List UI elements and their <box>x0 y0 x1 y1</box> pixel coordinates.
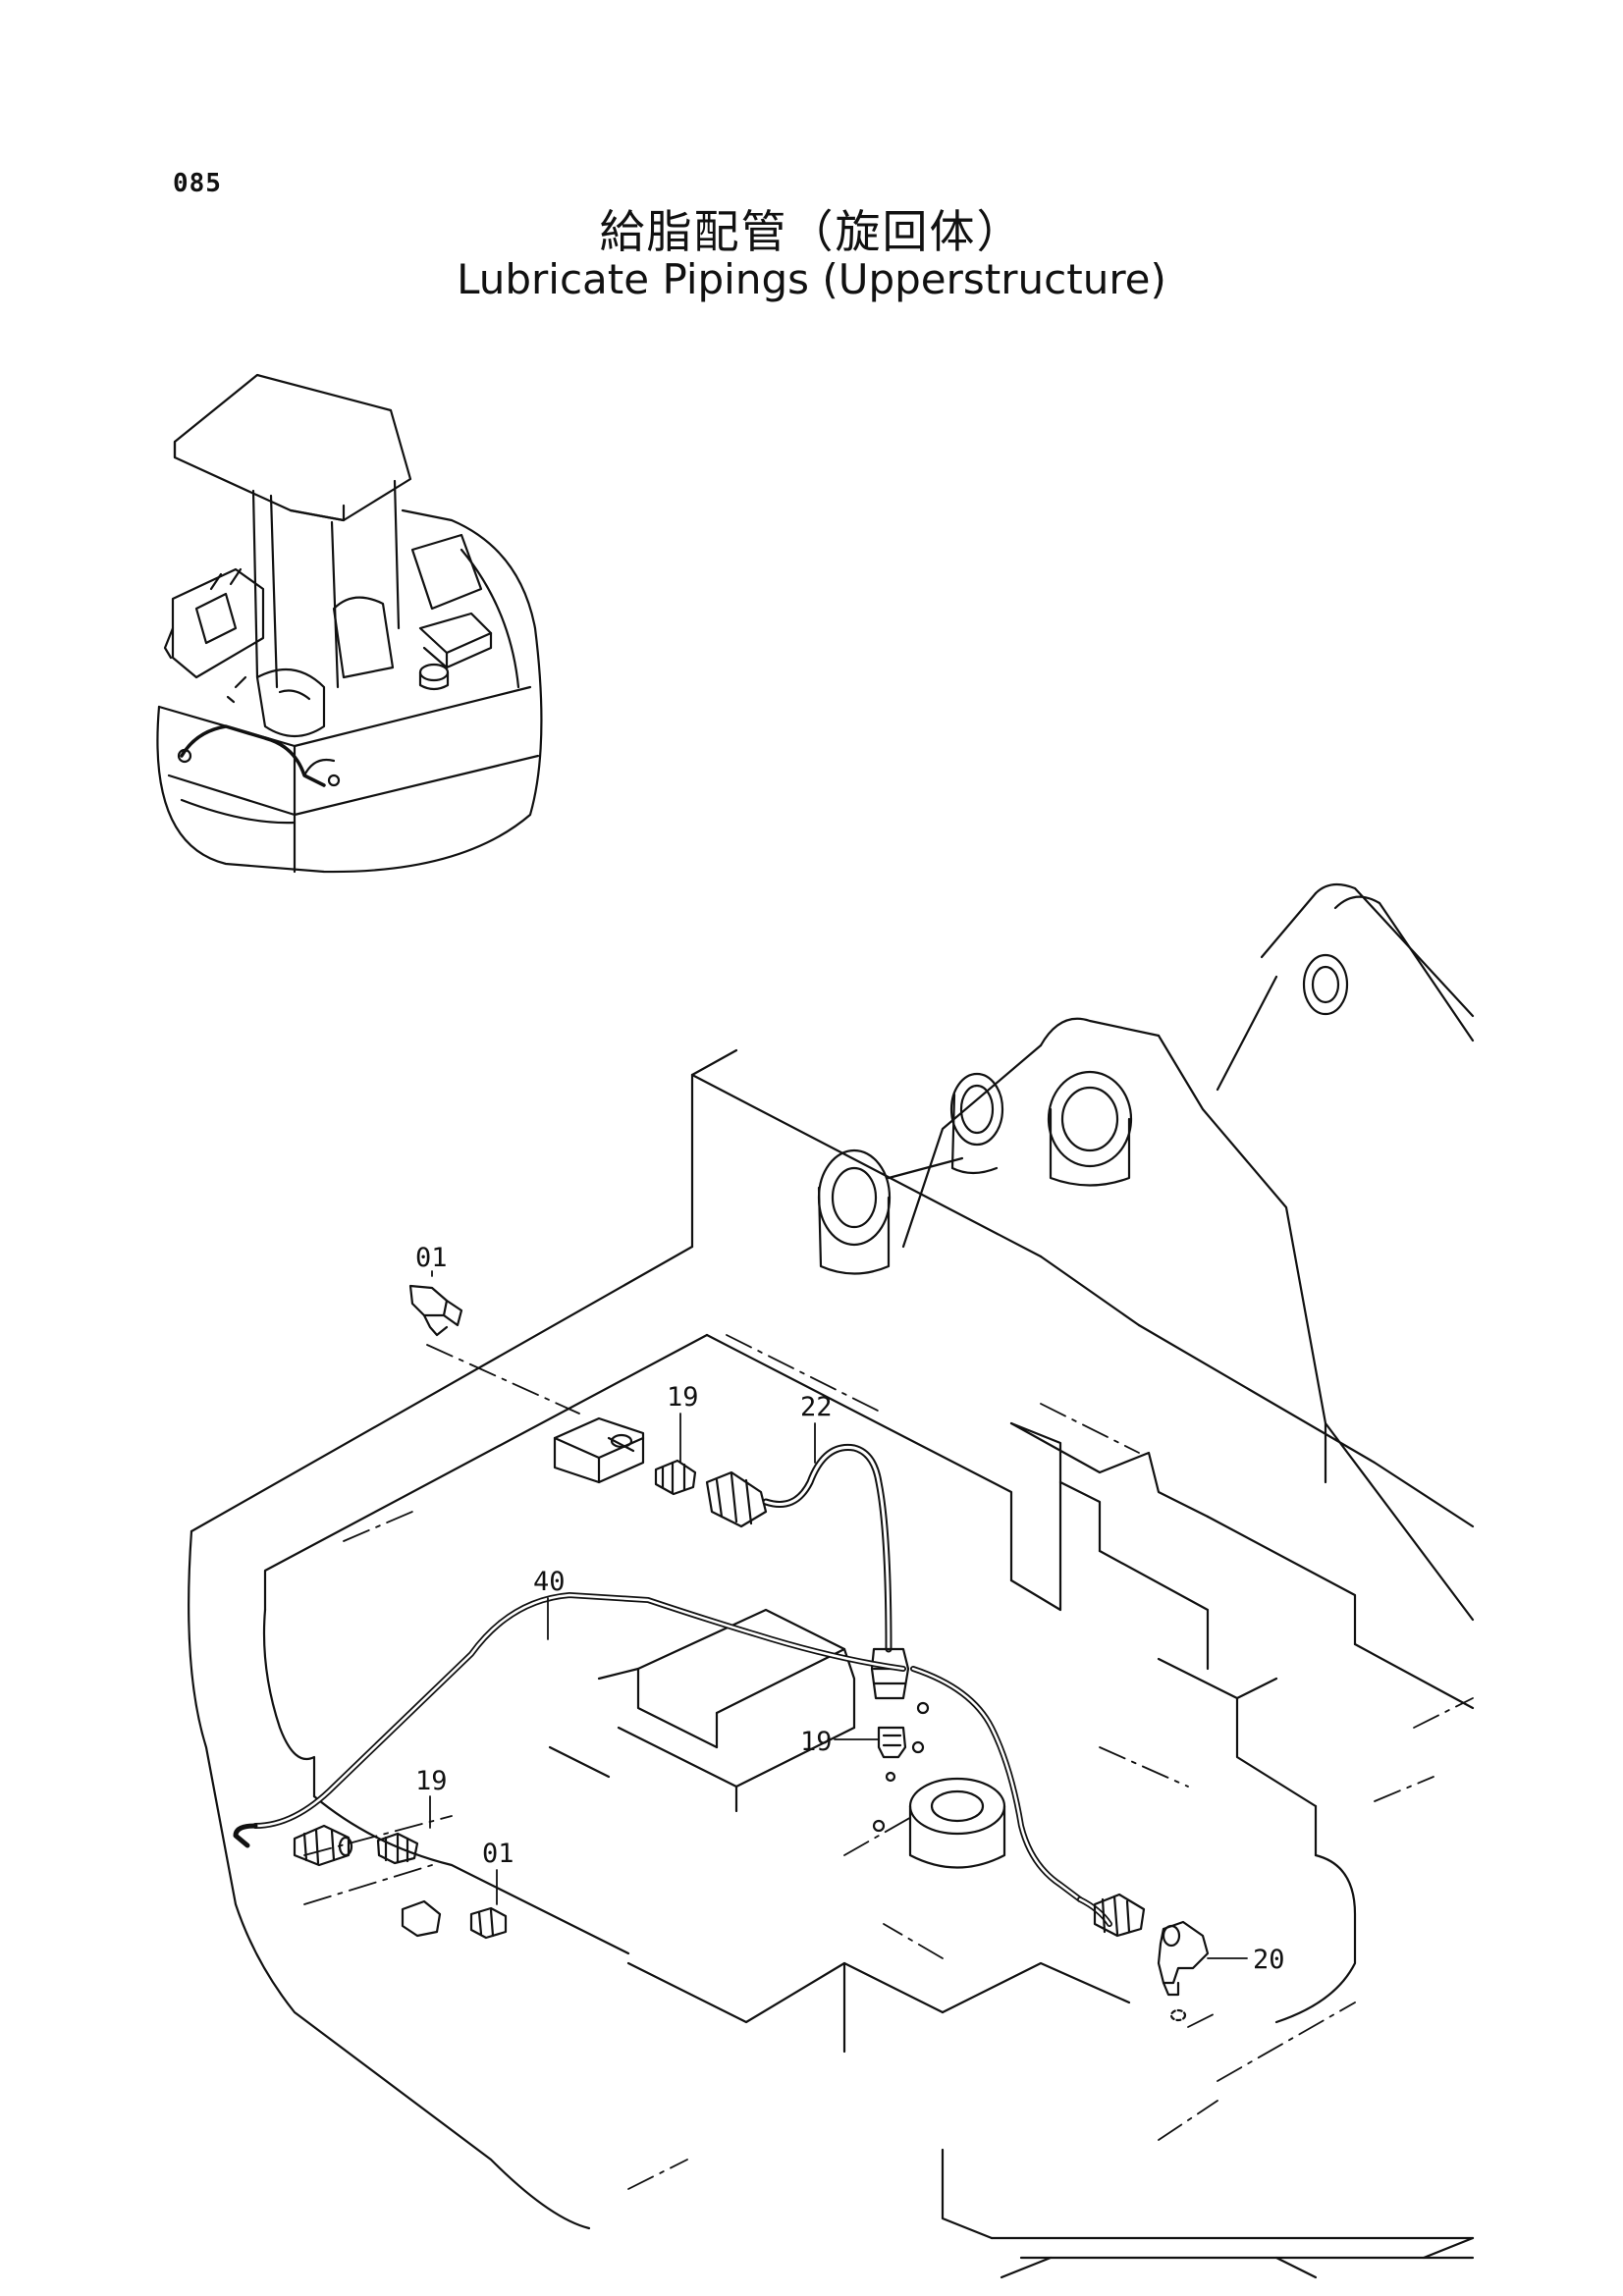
callout-19-adapter: 19 <box>800 1727 833 1757</box>
main-assembly-drawing <box>188 882 1475 2279</box>
title-english: Lubricate Pipings (Upperstructure) <box>457 255 1166 303</box>
overview-machine-illustration <box>156 373 543 874</box>
callout-01-grease-fitting: 01 <box>415 1243 448 1273</box>
callout-40-pipe: 40 <box>533 1567 566 1597</box>
page-number: 085 <box>173 169 222 198</box>
callout-01-grease-fitting: 01 <box>482 1839 514 1869</box>
title-japanese: 給脂配管（旋回体） <box>599 205 1024 258</box>
callout-22-hose: 22 <box>800 1392 833 1422</box>
callout-19-adapter: 19 <box>667 1382 699 1413</box>
callout-19-adapter: 19 <box>415 1766 448 1796</box>
callout-20-elbow: 20 <box>1253 1945 1285 1975</box>
